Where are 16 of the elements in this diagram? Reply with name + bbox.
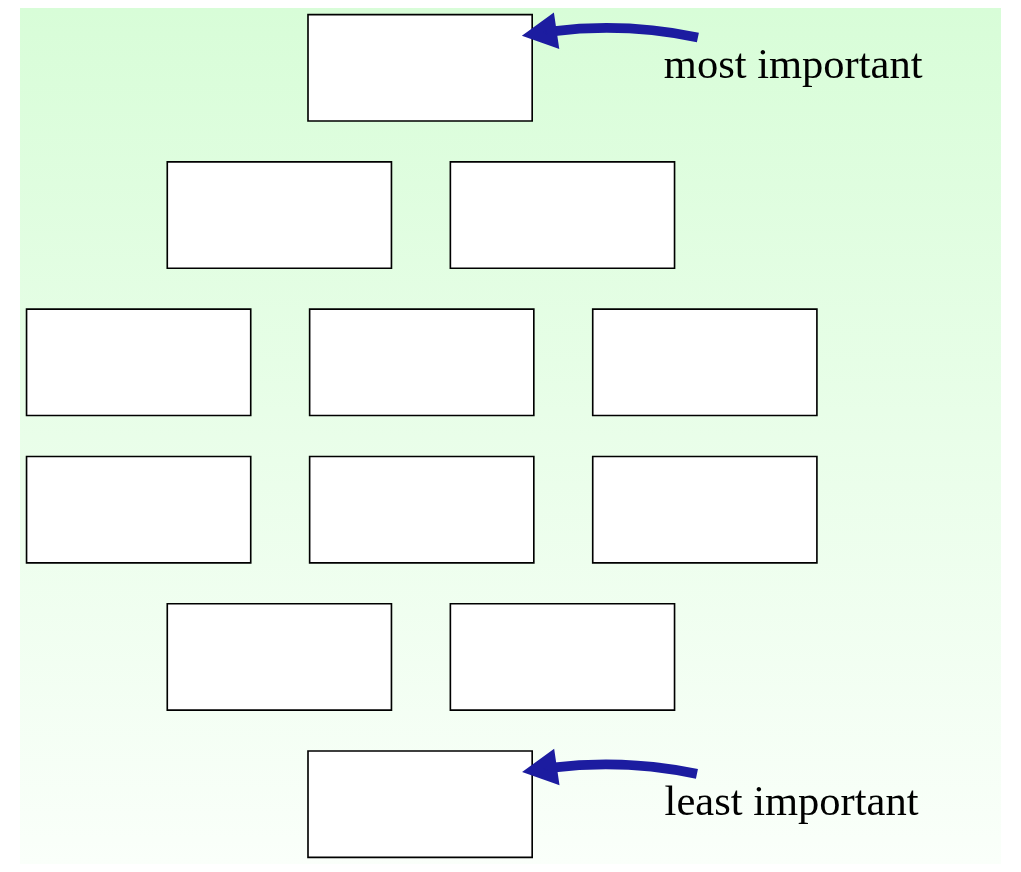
arrow: [522, 748, 698, 786]
node-text: least important: [664, 776, 919, 824]
node-box: [166, 161, 393, 270]
node-box: [591, 308, 818, 417]
node-text: most important: [663, 40, 923, 88]
node-box: [591, 455, 818, 564]
node-box: [166, 602, 393, 711]
node-box: [307, 750, 533, 859]
arrow: [521, 12, 699, 49]
node-box: [25, 308, 252, 417]
node-box: [449, 161, 676, 270]
node-box: [25, 455, 252, 564]
node-box: [308, 455, 535, 564]
node-box: [449, 602, 676, 711]
node-box: [308, 308, 535, 417]
node-box: [307, 13, 533, 122]
